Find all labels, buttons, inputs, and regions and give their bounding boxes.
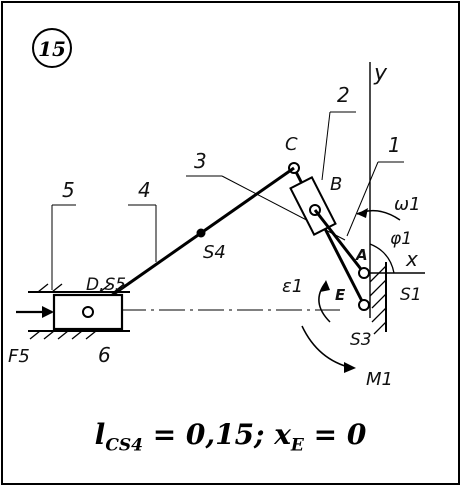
moment-label: M1 [366,369,393,390]
phi-arc [369,243,395,274]
link-1-label: 1 [388,133,401,157]
problem-condition: lCS4 = 0,15; xE = 0 [0,418,461,456]
caption-x-subscript: E [290,435,304,456]
link-2-leader-down [321,111,331,181]
point-S3-label: S3 [350,330,372,350]
joint-D [82,306,94,318]
y-axis-label: y [373,61,388,86]
epsilon-label: ε1 [282,276,303,297]
link-6-label: 6 [98,343,111,367]
joint-A [358,267,370,279]
caption-l: l [94,418,106,451]
moment-arrowhead [344,362,356,373]
point-B-label: B [330,174,342,195]
point-D-label: D,S5 [86,275,126,295]
caption-x: x [274,418,291,451]
point-S4-label: S4 [203,242,226,263]
point-S1-label: S1 [400,285,422,305]
link-1-leader-down [346,161,379,237]
omega-arrowhead [357,208,368,218]
problem-number: 15 [38,37,66,61]
guide-hatching [29,283,125,340]
point-C-label: C [285,134,298,155]
epsilon-arrowhead [320,280,330,292]
link-4-rod [87,166,295,314]
link-1-crank [313,209,366,274]
point-A-label: A [355,246,368,264]
force-arrowhead [42,306,54,318]
caption-l-value: = 0,15; [142,418,275,451]
x-axis-label: x [405,247,418,271]
caption-x-value: = 0 [303,418,367,451]
caption-l-subscript: CS4 [105,435,143,456]
link-3-label: 3 [194,149,207,173]
force-F5-label: F5 [8,346,30,367]
omega-label: ω1 [394,194,421,215]
point-E-label: E [335,286,346,304]
link-4-label: 4 [138,178,151,202]
link-2-label: 2 [337,83,350,107]
center-S4 [196,228,206,238]
problem-number-circle [32,28,72,68]
link-5-label: 5 [62,178,75,202]
moment-arc [301,325,353,369]
joint-E [358,299,370,311]
support-hatching [369,265,387,335]
phi-label: φ1 [390,229,412,249]
